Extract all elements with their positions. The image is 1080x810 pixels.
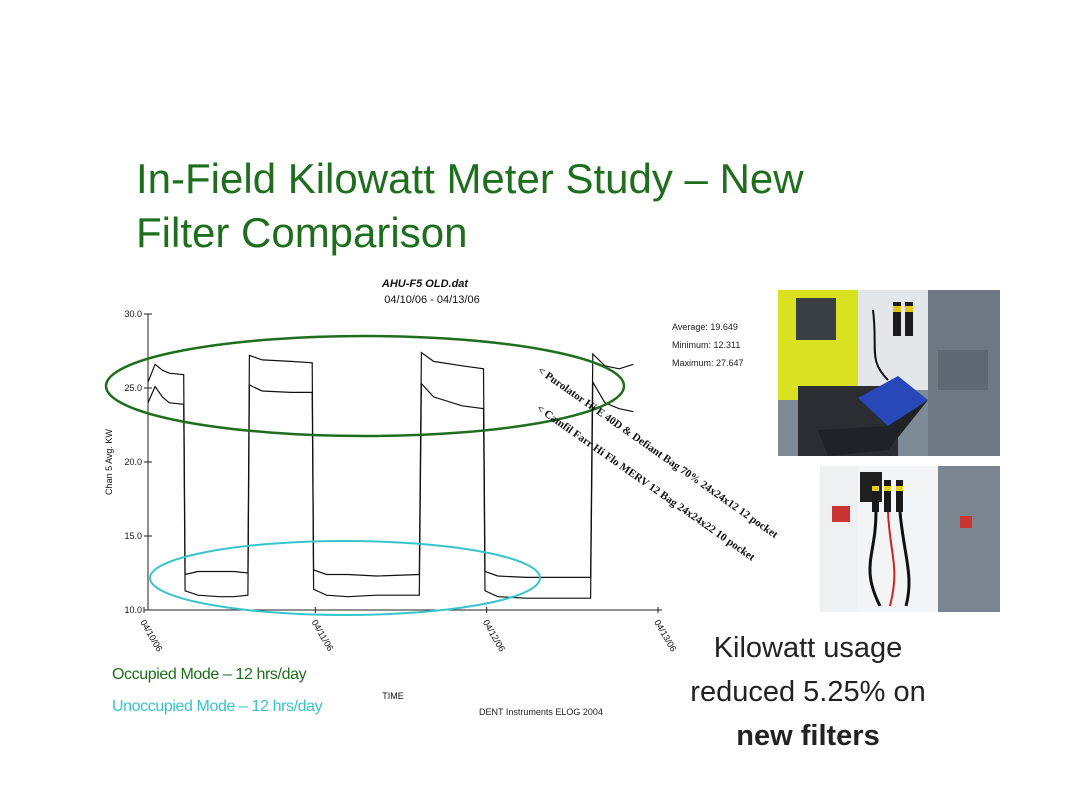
x-tick-label: 04/11/06 (310, 618, 336, 653)
stat-maximum: Maximum: 27.647 (672, 358, 744, 368)
kilowatt-savings-caption: Kilowatt usage reduced 5.25% on new filt… (660, 626, 956, 758)
slide-title-line2: Filter Comparison (136, 209, 468, 256)
unoccupied-highlight-ellipse (149, 540, 541, 616)
electrical-panel-with-meter-probes-photo (820, 466, 1000, 612)
y-axis-label: Chan 5 Avg. KW (104, 429, 114, 495)
stat-minimum: Minimum: 12.311 (672, 340, 741, 350)
series-line-camfil (147, 379, 634, 599)
chart-series-layer (147, 351, 634, 599)
caption-line1: Kilowatt usage (713, 632, 903, 664)
slide-title: In-Field Kilowatt Meter Study – New Filt… (136, 152, 916, 260)
y-tick-label: 10.0 (124, 605, 142, 615)
chart-title: AHU-F5 OLD.dat (381, 278, 470, 290)
series-annotation-purolator: < Purolator Hi E 40D & Defiant Bag 70% 2… (535, 365, 780, 542)
y-tick-label: 30.0 (124, 309, 142, 319)
chart-subtitle: 04/10/06 - 04/13/06 (384, 294, 479, 306)
series-annotation-camfil: < Camfil Farr Hi Flo MERV 12 Bag 24x24x2… (534, 403, 757, 564)
electrical-panel-with-laptop-photo (778, 290, 1000, 456)
chart-axes: 30.0 25.0 20.0 15.0 10.0 04/10/06 04/11/06 04/1… (124, 309, 678, 653)
legend-occupied-mode: Occupied Mode – 12 hrs/day (112, 666, 307, 683)
legend-unoccupied-mode: Unoccupied Mode – 12 hrs/day (112, 698, 323, 715)
stat-average: Average: 19.649 (672, 322, 738, 332)
y-tick-label: 15.0 (124, 531, 142, 541)
y-tick-label: 20.0 (124, 457, 142, 467)
chart-stats: Average: 19.649 Minimum: 12.311 Maximum:… (672, 318, 744, 372)
x-tick-label: 04/10/06 (138, 618, 164, 653)
chart-footer: DENT Instruments ELOG 2004 (479, 707, 603, 717)
slide-title-line1: In-Field Kilowatt Meter Study – New (136, 155, 804, 202)
y-tick-label: 25.0 (124, 383, 142, 393)
caption-line2: reduced 5.25% on (690, 676, 926, 708)
x-axis-label: TIME (382, 691, 404, 701)
caption-line3-bold: new filters (736, 720, 880, 752)
x-tick-label: 04/12/06 (481, 618, 507, 653)
occupied-highlight-ellipse (104, 334, 626, 438)
